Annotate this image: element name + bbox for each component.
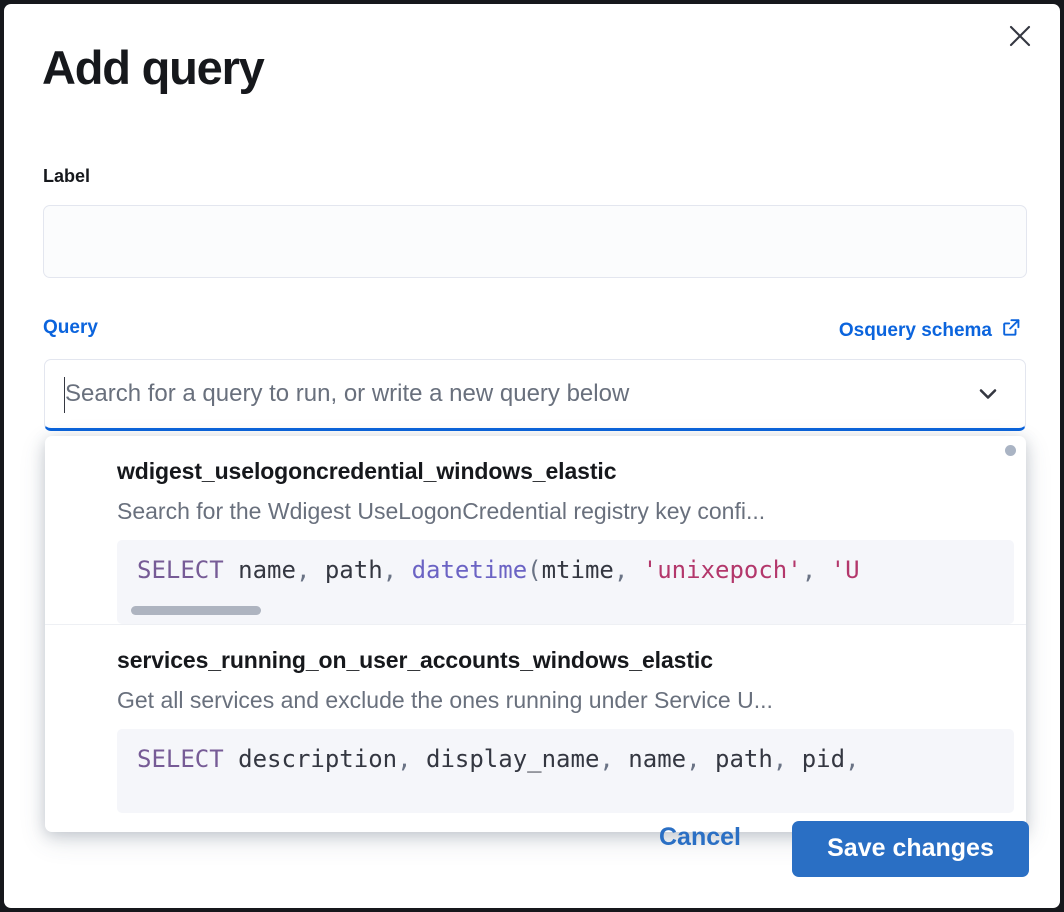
add-query-dialog: Add query Label Query Osquery schema Sea… — [4, 4, 1060, 908]
query-suggestions-dropdown: wdigest_uselogoncredential_windows_elast… — [45, 436, 1026, 832]
list-item[interactable]: wdigest_uselogoncredential_windows_elast… — [45, 436, 1026, 624]
suggestion-title: wdigest_uselogoncredential_windows_elast… — [117, 458, 617, 484]
external-link-icon — [1001, 317, 1022, 344]
sql-code: SELECT name, path, datetime(mtime, 'unix… — [137, 556, 860, 584]
list-item[interactable]: services_running_on_user_accounts_window… — [45, 624, 1026, 813]
suggestion-description: Get all services and exclude the ones ru… — [117, 687, 773, 713]
suggestion-description: Search for the Wdigest UseLogonCredentia… — [117, 498, 766, 524]
page-title: Add query — [42, 41, 265, 94]
osquery-schema-link[interactable]: Osquery schema — [839, 317, 1022, 344]
sql-code: SELECT description, display_name, name, … — [137, 745, 860, 773]
save-changes-button[interactable]: Save changes — [792, 821, 1029, 877]
osquery-schema-label: Osquery schema — [838, 319, 992, 341]
query-search-input[interactable]: Search for a query to run, or write a ne… — [65, 380, 630, 407]
label-input[interactable] — [43, 205, 1027, 278]
query-field-label: Query — [43, 317, 98, 338]
text-cursor — [64, 377, 65, 413]
close-icon[interactable] — [1000, 16, 1040, 56]
code-horizontal-scrollbar[interactable] — [131, 606, 261, 615]
suggestion-code-block: SELECT description, display_name, name, … — [117, 729, 1014, 813]
dropdown-scrollbar[interactable] — [1005, 445, 1016, 456]
suggestion-code-block: SELECT name, path, datetime(mtime, 'unix… — [117, 540, 1014, 624]
suggestion-title: services_running_on_user_accounts_window… — [117, 647, 713, 673]
query-search-combobox[interactable]: Search for a query to run, or write a ne… — [44, 359, 1026, 431]
chevron-down-icon[interactable] — [973, 360, 1003, 428]
cancel-button[interactable]: Cancel — [652, 816, 748, 858]
label-field-label: Label — [43, 166, 91, 186]
